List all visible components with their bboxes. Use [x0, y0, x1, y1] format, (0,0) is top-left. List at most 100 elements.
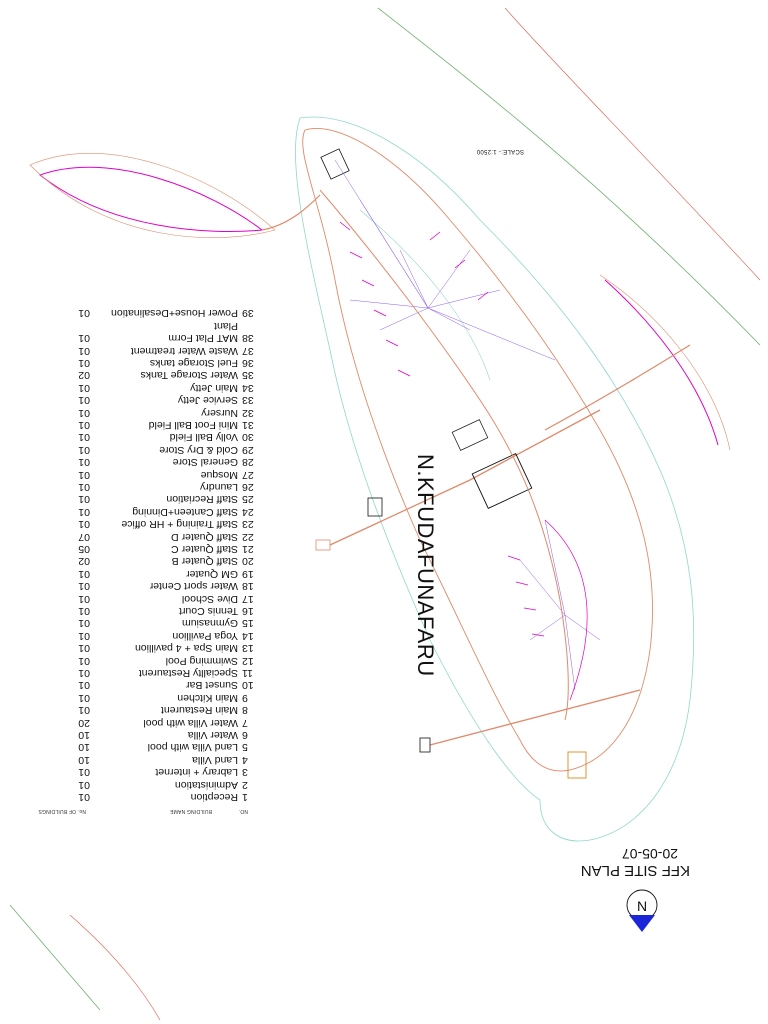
- villa-stubs: [339, 221, 545, 637]
- main-jetty: [329, 409, 601, 546]
- legend-row-number: 39: [242, 307, 254, 320]
- legend-row-number: 32: [242, 406, 254, 419]
- north-arrow-icon: N: [626, 889, 658, 932]
- legend-row-count: 10: [78, 729, 90, 741]
- jetty-structure: [367, 497, 383, 517]
- legend-row-name: Yoga Pavillion: [172, 629, 238, 642]
- legend-row-number: 33: [242, 394, 254, 407]
- legend-row-name: Service Jetty: [177, 394, 238, 407]
- legend-row-count: 01: [78, 654, 90, 667]
- legend-row: 19 GM Quater 01: [20, 568, 260, 580]
- legend-row-count: 01: [78, 580, 90, 593]
- legend-row-name: Sunset Bar: [186, 679, 238, 692]
- legend-row-number: 38: [242, 332, 254, 345]
- legend-row-number: 19: [242, 567, 254, 580]
- legend-row-name: Dive School: [181, 592, 238, 605]
- legend-row-count: 10: [78, 753, 90, 766]
- water-villa-walkway: [261, 194, 321, 231]
- legend-row-name: MAT Plat Form: [168, 332, 238, 345]
- service-jetty: [429, 689, 641, 746]
- legend-header-name: BUILDING NAME: [169, 808, 212, 814]
- legend-row-name: Volly Ball Field: [169, 431, 238, 444]
- legend-row: 18 Water sport Center 01: [20, 580, 260, 592]
- legend-row-number: 2: [242, 778, 248, 791]
- legend-row-number: 23: [242, 518, 254, 531]
- legend-row-number: 11: [242, 667, 253, 679]
- coastline-green-right: [377, 7, 761, 346]
- legend-row-number: 35: [242, 369, 254, 382]
- legend-row-number: 20: [242, 555, 254, 568]
- legend-row-name: Tennis Court: [179, 605, 238, 617]
- island-outline: [302, 128, 653, 772]
- legend-row-number: 24: [242, 505, 254, 518]
- legend-row-number: 26: [242, 481, 254, 493]
- legend-row-number: 29: [242, 443, 254, 456]
- legend-row-name: Water Villa with pool: [143, 716, 238, 729]
- legend-row-count: 01: [78, 381, 90, 394]
- legend-row-name: Main Restaurent: [160, 704, 238, 717]
- legend-row-name: Land Villa: [192, 753, 238, 766]
- north-arrow-letter: N: [637, 898, 647, 914]
- legend-row-count: 01: [78, 704, 90, 717]
- spine-path-loop: [544, 519, 588, 701]
- arc-walkway: [544, 344, 691, 431]
- reception-block: [320, 148, 350, 180]
- legend-row-count: 01: [78, 791, 90, 803]
- service-jetty-head: [419, 737, 431, 753]
- legend-row-name: Fuel Storage tanks: [149, 357, 238, 369]
- legend-row-name: Staff Training + HR office: [121, 518, 238, 531]
- legend-row-name: Water sport Center: [149, 580, 238, 593]
- legend-row-name: GM Quater: [186, 567, 238, 580]
- legend-row-count: 01: [78, 419, 90, 431]
- legend-row-number: 16: [242, 605, 254, 617]
- legend-row-number: 15: [242, 617, 254, 630]
- legend-row-number: 6: [242, 729, 248, 741]
- legend-row-number: 18: [242, 580, 254, 593]
- legend-row-number: 17: [242, 592, 254, 605]
- legend-row-name: Staff Quater B: [171, 555, 238, 568]
- legend-row-count: 01: [78, 567, 90, 580]
- legend-row-count: 05: [78, 543, 90, 555]
- legend-row-count: 01: [78, 344, 90, 357]
- site-title: N.KFUDAFUNAFARU: [413, 454, 438, 677]
- legend-row-number: 22: [242, 530, 254, 543]
- legend-row-count: 01: [78, 617, 90, 630]
- water-villa-arc-outer: [599, 274, 731, 451]
- coastline-green-bottom: [9, 904, 101, 1011]
- legend-row-name: Water Villa: [187, 729, 238, 741]
- legend-row-name: Water Storage Tanks: [140, 369, 238, 382]
- legend-header-no: NO.: [238, 808, 249, 814]
- legend-header-count: No. OF BUILDINGS: [38, 808, 86, 814]
- legend-row: Plant: [20, 320, 260, 332]
- legend-row: 23 Staff Training + HR office 01: [20, 518, 260, 530]
- legend-row-count: 01: [78, 468, 90, 481]
- legend-row-number: 31: [242, 419, 254, 431]
- legend-row-count: 20: [78, 716, 90, 729]
- legend-row-number: 7: [242, 716, 248, 729]
- legend-row-number: 25: [242, 493, 254, 506]
- spine-path: [319, 189, 569, 721]
- legend-row-number: 10: [242, 679, 254, 692]
- legend-row-number: 34: [242, 381, 254, 394]
- radial-lines-south: [519, 519, 601, 691]
- legend-row-name: General Store: [172, 456, 238, 469]
- legend-row-count: 01: [78, 406, 90, 419]
- legend-row-name: Plant: [214, 319, 238, 332]
- legend-row-count: 01: [78, 518, 90, 531]
